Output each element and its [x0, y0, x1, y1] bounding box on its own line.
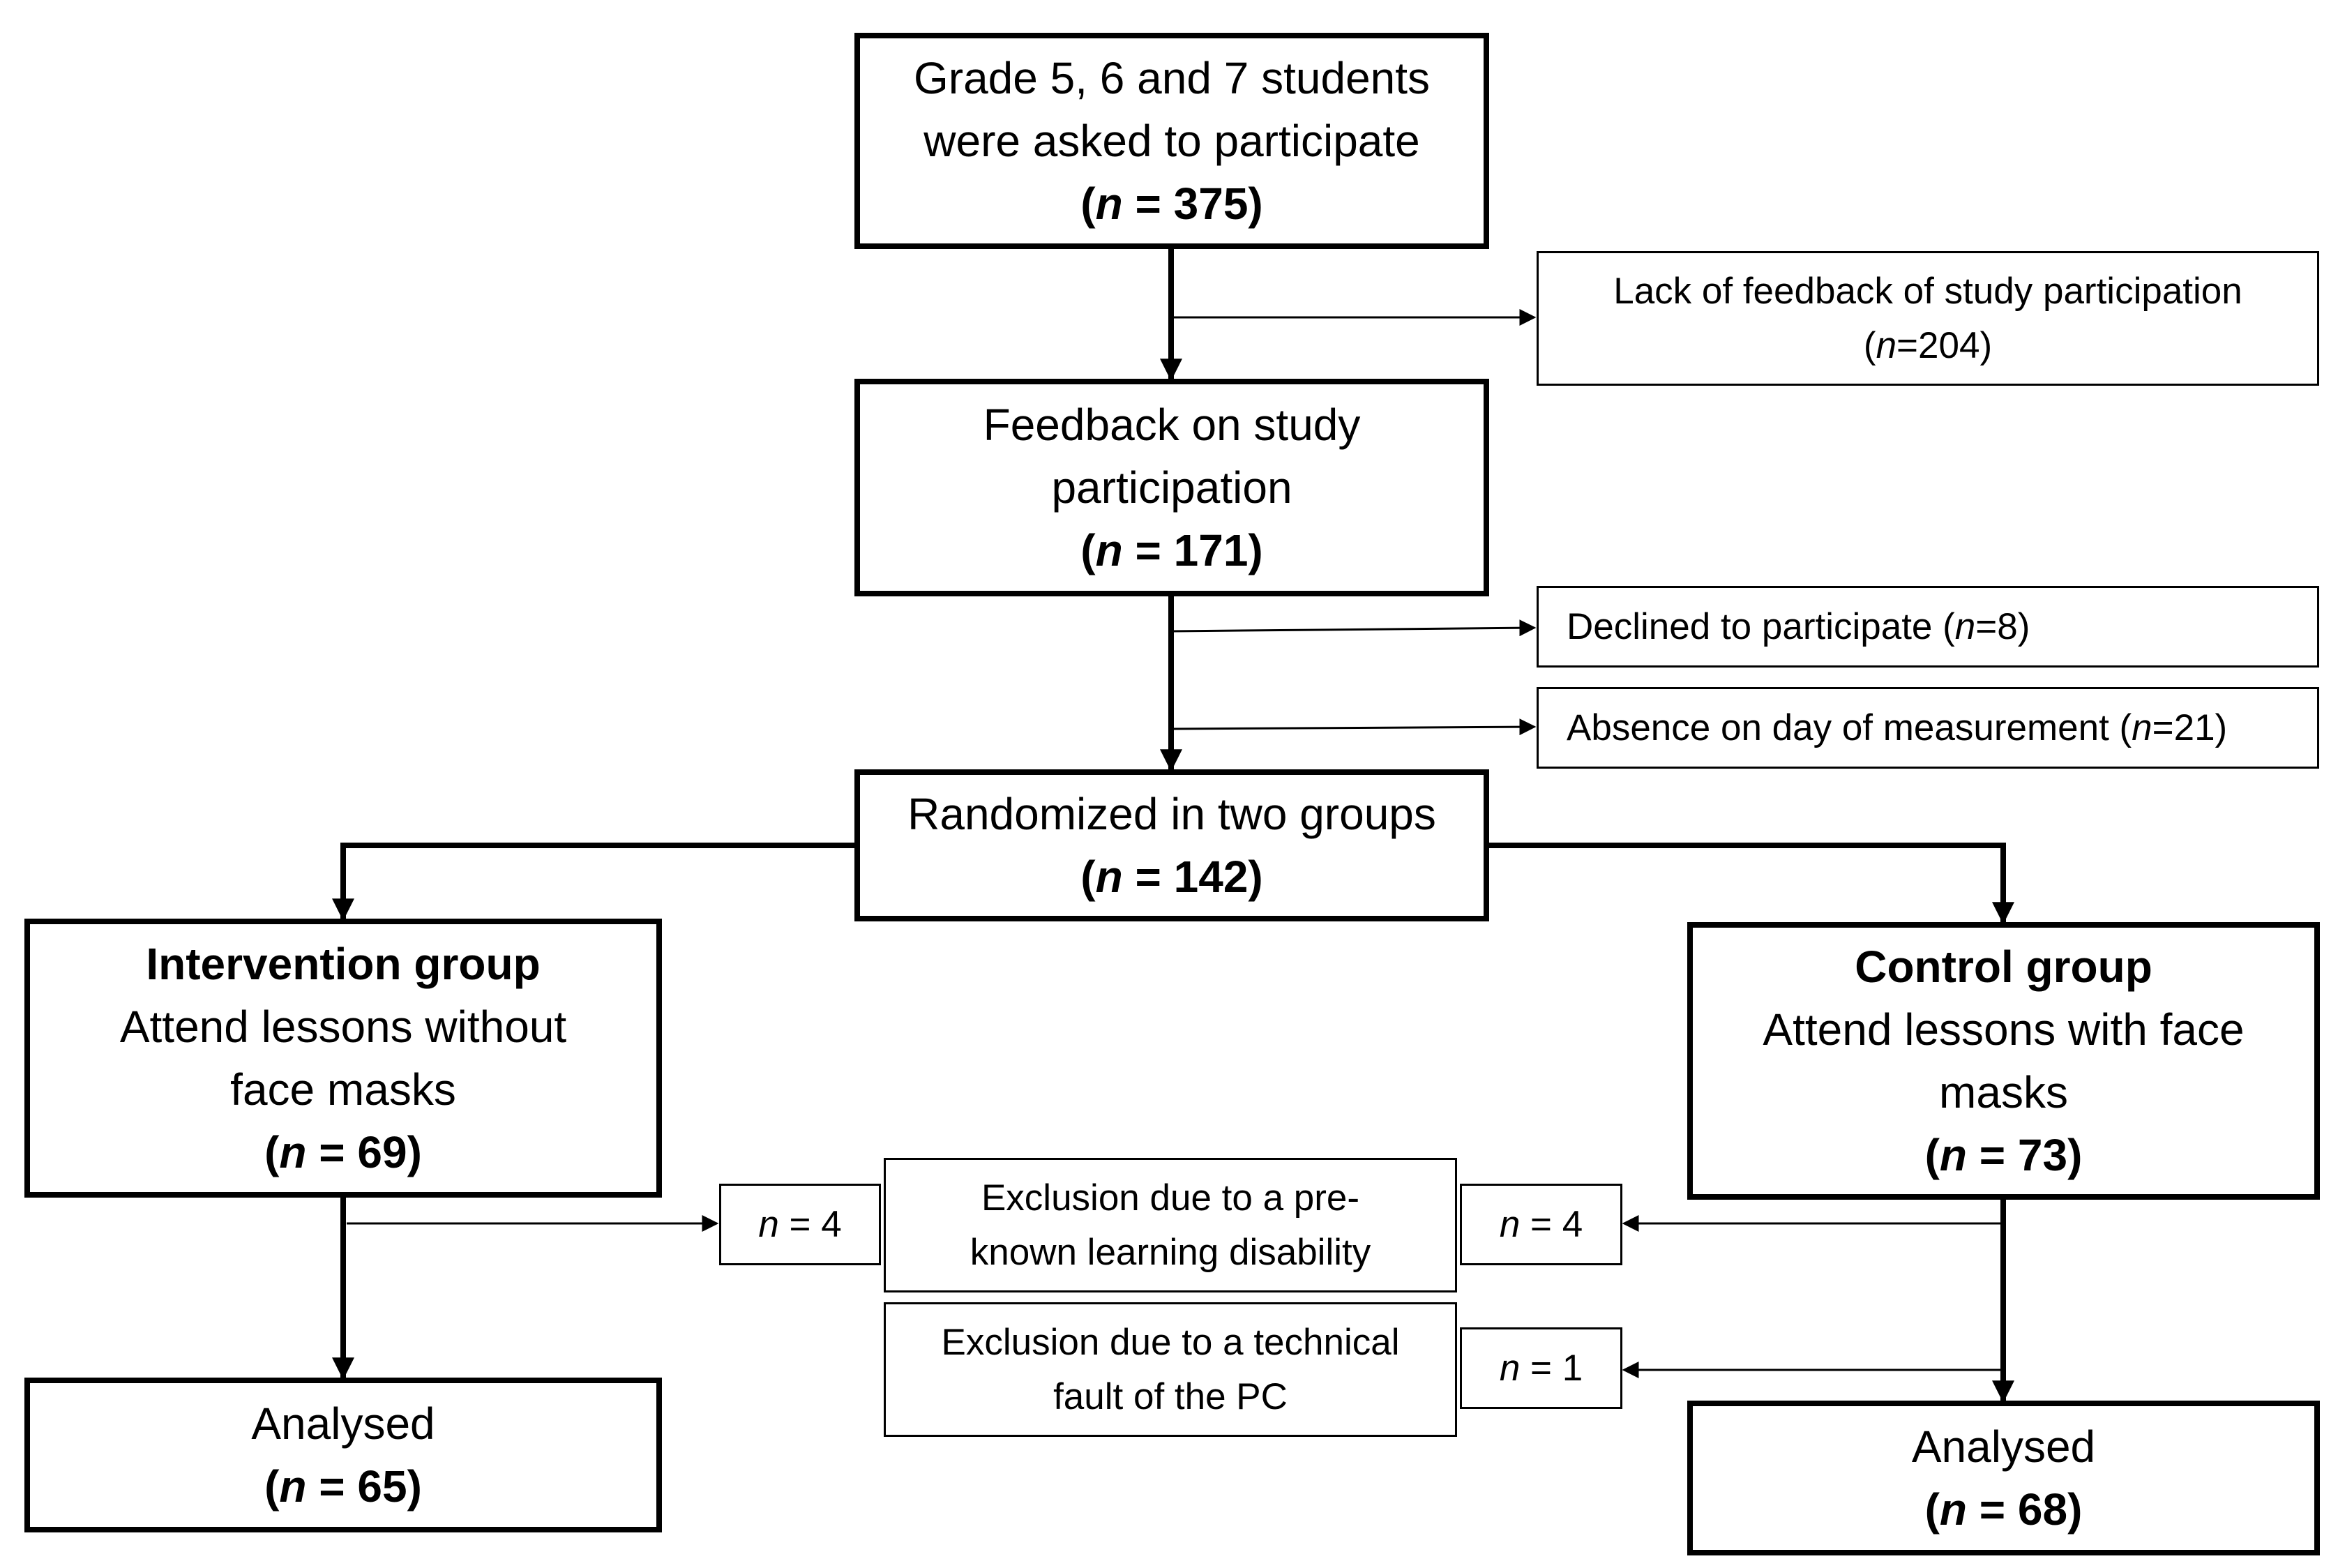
asked-box: Grade 5, 6 and 7 students were asked to …	[854, 33, 1489, 249]
arrow-to-absence	[1170, 718, 1537, 736]
n-right-pc-box: n = 1	[1460, 1327, 1622, 1409]
exclusion-ld-box: Exclusion due to a pre- known learning d…	[884, 1158, 1457, 1292]
arrow-to-declined	[1170, 619, 1537, 637]
arrow-to-control	[1486, 843, 2014, 925]
absence-box: Absence on day of measurement (n=21)	[1537, 687, 2319, 769]
exclusion-pc-box: Exclusion due to a technical fault of th…	[884, 1302, 1457, 1437]
asked-line-1: Grade 5, 6 and 7 students	[913, 53, 1431, 103]
lack-feedback-n: (n=204)	[1863, 324, 1993, 366]
declined-box: Declined to participate (n=8)	[1537, 586, 2319, 668]
intervention-n: (n = 69)	[264, 1127, 422, 1177]
control-title: Control group	[1855, 942, 2152, 992]
exclusion-pc-line-2: fault of the PC	[1053, 1375, 1288, 1417]
control-n: (n = 73)	[1924, 1130, 2083, 1180]
feedback-line-2: participation	[1051, 462, 1292, 513]
analysed-right-line-1: Analysed	[1911, 1422, 2096, 1472]
asked-n: (n = 375)	[1080, 179, 1263, 229]
intervention-title: Intervention group	[146, 939, 541, 989]
n-right-ld-text: n = 4	[1499, 1203, 1583, 1245]
arrow-to-intervention	[332, 843, 857, 921]
n-left-ld-text: n = 4	[758, 1203, 842, 1245]
analysed-left-line-1: Analysed	[251, 1399, 435, 1449]
randomized-n: (n = 142)	[1080, 852, 1263, 902]
declined-text: Declined to participate (n=8)	[1567, 605, 2030, 647]
feedback-box: Feedback on study participation (n = 171…	[854, 379, 1489, 596]
asked-line-2: were asked to participate	[923, 116, 1420, 166]
lack-feedback-line-1: Lack of feedback of study participation	[1613, 270, 2242, 312]
control-line-1: Attend lessons with face	[1763, 1004, 2245, 1055]
n-left-ld-box: n = 4	[719, 1184, 881, 1265]
control-line-2: masks	[1939, 1067, 2068, 1117]
analysed-left-box: Analysed (n = 65)	[24, 1378, 662, 1532]
analysed-left-n: (n = 65)	[264, 1461, 422, 1512]
feedback-line-1: Feedback on study	[983, 400, 1361, 450]
feedback-n: (n = 171)	[1080, 525, 1263, 575]
intervention-box: Intervention group Attend lessons withou…	[24, 919, 662, 1198]
analysed-right-box: Analysed (n = 68)	[1687, 1401, 2320, 1555]
control-box: Control group Attend lessons with face m…	[1687, 922, 2320, 1200]
exclusion-ld-line-2: known learning disability	[970, 1231, 1371, 1273]
intervention-line-2: face masks	[230, 1064, 456, 1115]
intervention-line-1: Attend lessons without	[119, 1002, 567, 1052]
exclusion-ld-line-1: Exclusion due to a pre-	[981, 1177, 1360, 1219]
exclusion-pc-line-1: Exclusion due to a technical	[941, 1321, 1400, 1363]
absence-text: Absence on day of measurement (n=21)	[1567, 707, 2228, 748]
n-right-pc-text: n = 1	[1499, 1347, 1583, 1389]
randomized-box: Randomized in two groups (n = 142)	[854, 769, 1489, 921]
analysed-right-n: (n = 68)	[1924, 1484, 2083, 1535]
lack-feedback-box: Lack of feedback of study participation …	[1537, 251, 2319, 386]
randomized-line-1: Randomized in two groups	[907, 789, 1436, 839]
n-right-ld-box: n = 4	[1460, 1184, 1622, 1265]
